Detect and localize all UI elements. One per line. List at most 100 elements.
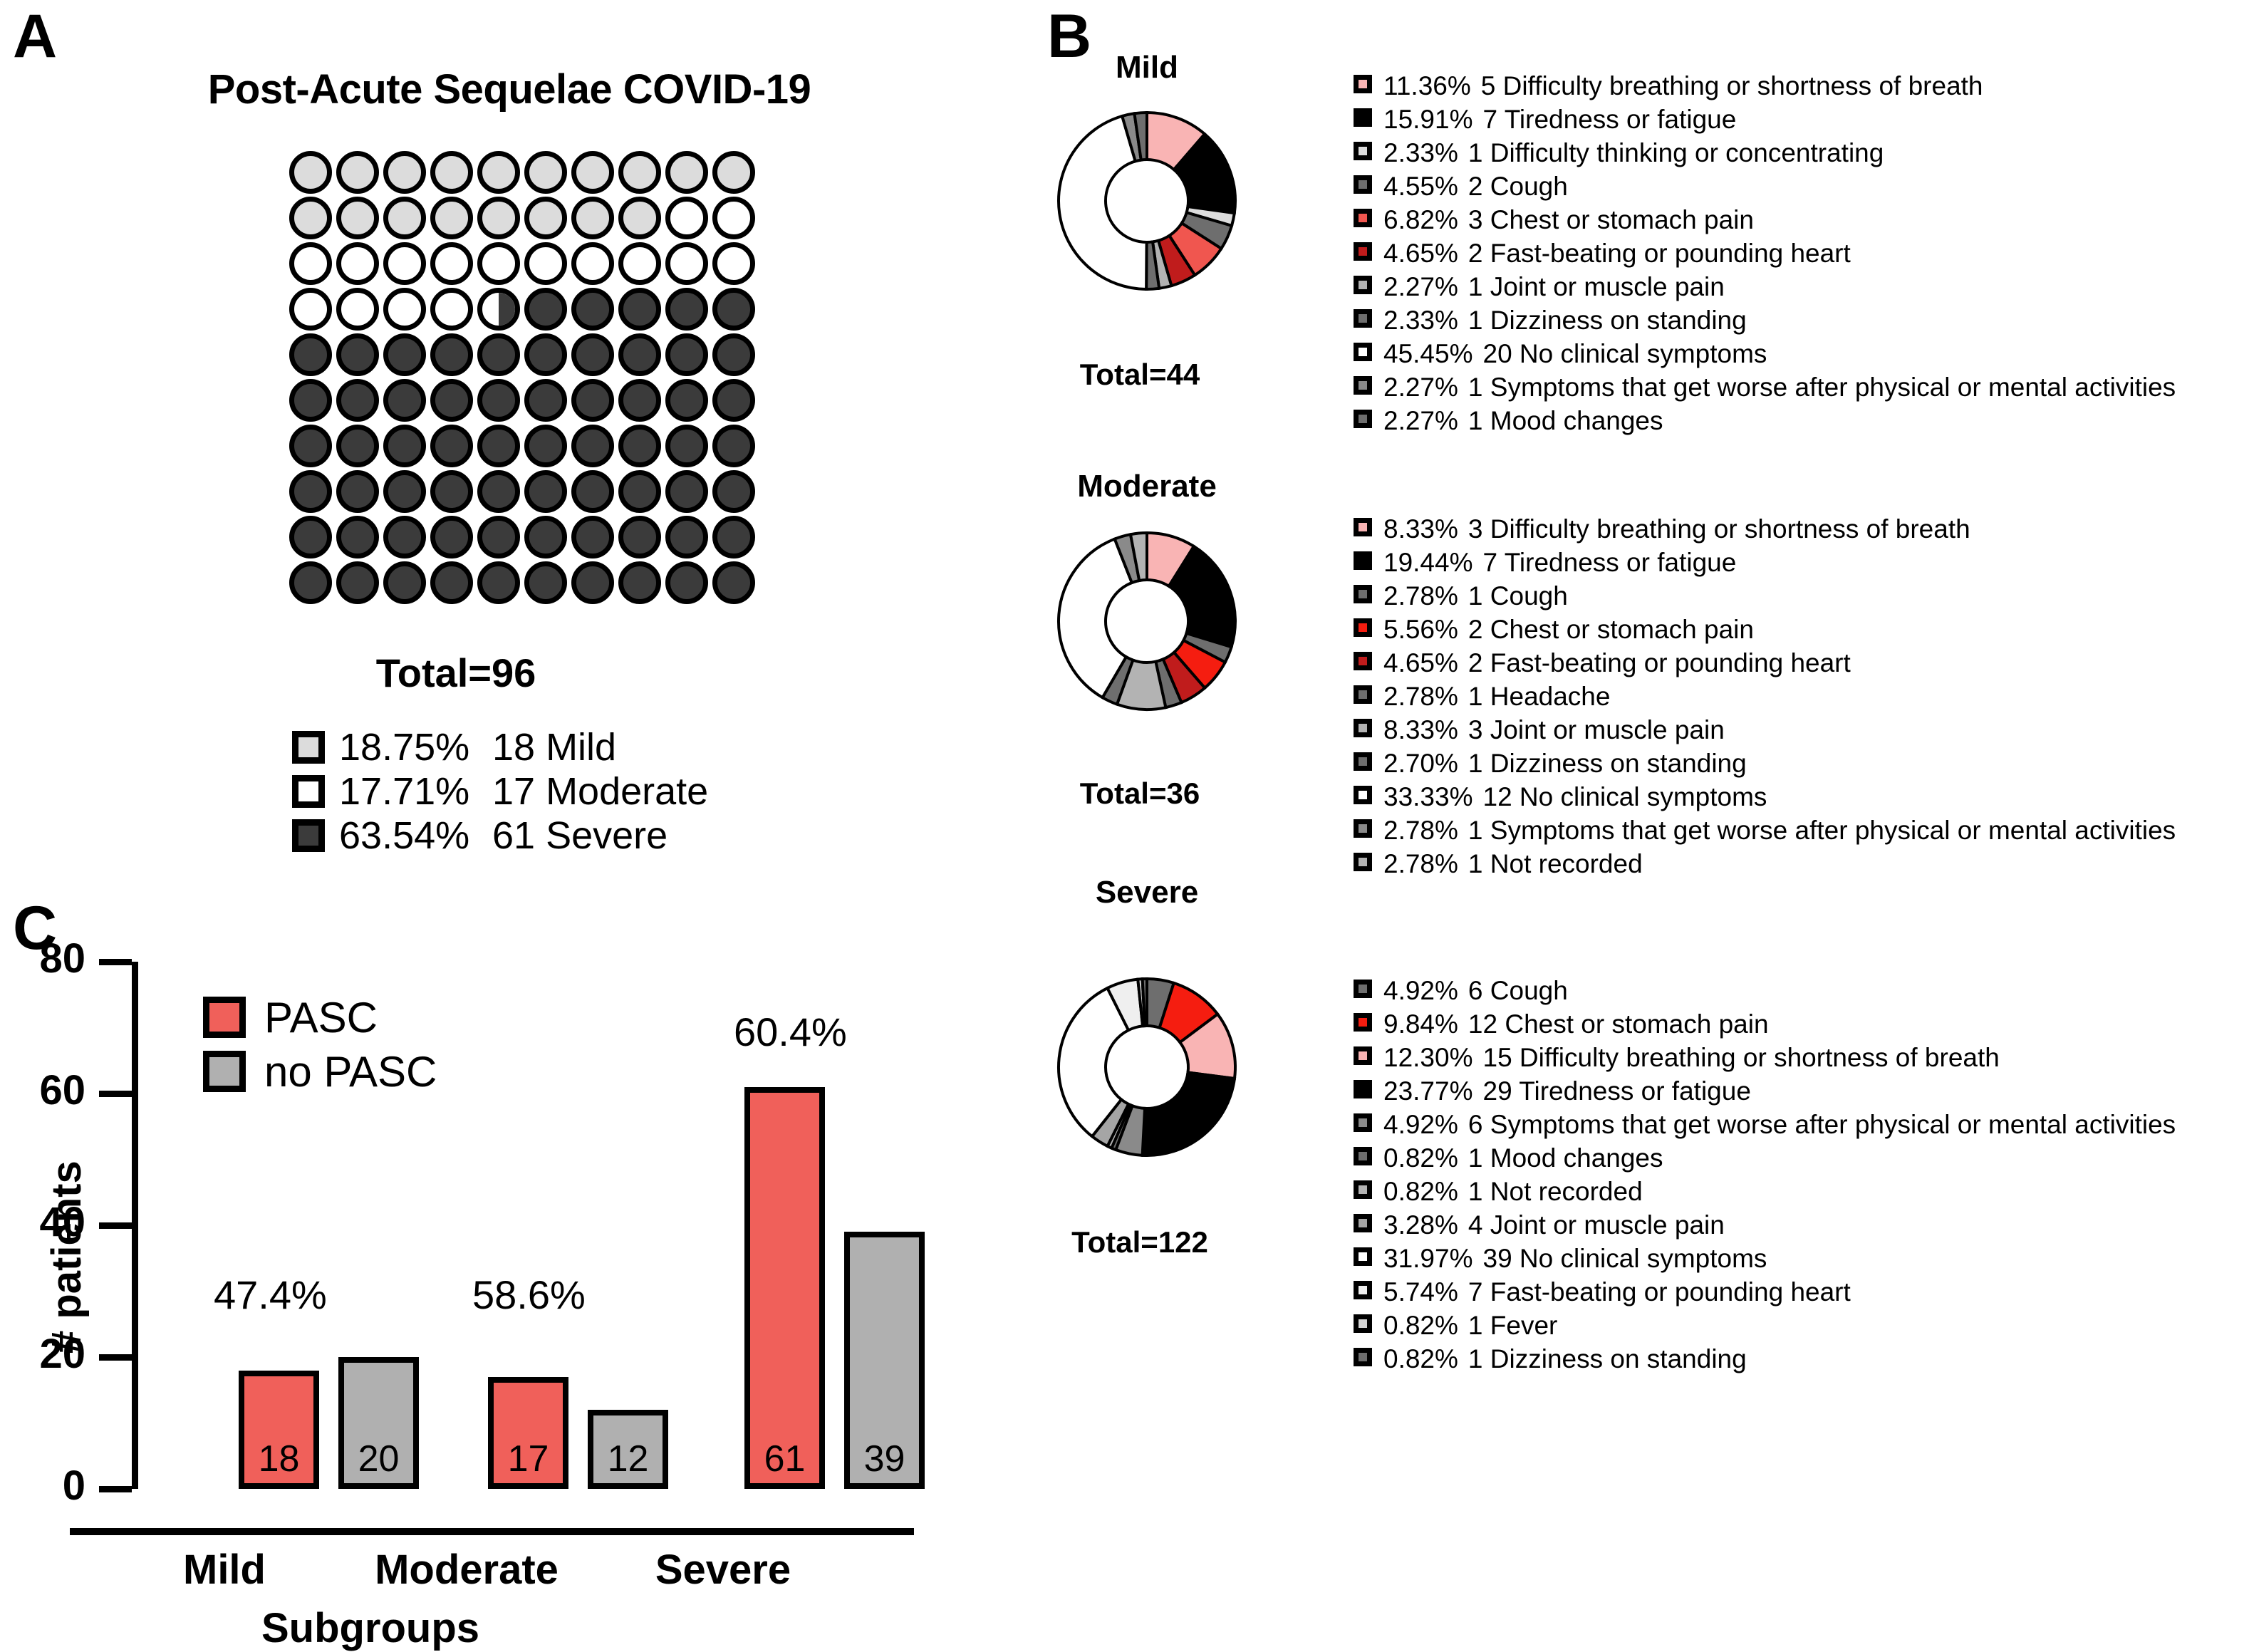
pictogram-dot (571, 333, 614, 376)
legend-label: 29 Tiredness or fatigue (1482, 1076, 1751, 1106)
legend-swatch (292, 731, 325, 764)
donut-chart-mild (1054, 108, 1240, 293)
legend-item: 2.78%1 Not recorded (1354, 849, 2176, 883)
legend-percent: 45.45% (1383, 339, 1473, 368)
legend-swatch (1354, 410, 1372, 428)
donut-slice (1057, 114, 1148, 291)
legend-label: 7 Fast-beating or pounding heart (1468, 1277, 1851, 1306)
legend-percent: 0.82% (1383, 1177, 1458, 1206)
legend-swatch (1354, 1348, 1372, 1366)
pictogram-dot (477, 425, 520, 467)
pictogram-dot (477, 151, 520, 194)
legend-label: 7 Tiredness or fatigue (1482, 105, 1737, 134)
legend-label: PASC (264, 993, 378, 1041)
y-axis-tick (99, 1354, 132, 1361)
donut-legend-moderate: 8.33%3 Difficulty breathing or shortness… (1354, 514, 2176, 883)
pictogram-dot (383, 470, 426, 513)
bar-value-label: 39 (863, 1438, 905, 1480)
legend-item: 2.33%1 Difficulty thinking or concentrat… (1354, 138, 2176, 172)
legend-swatch (1354, 1113, 1372, 1132)
bar-value-label: 18 (258, 1438, 300, 1480)
pictogram-dot (336, 425, 379, 467)
bar-severe-no-pasc: 39 (844, 1232, 925, 1489)
donut-slice (1133, 110, 1148, 162)
pictogram-dot (477, 516, 520, 559)
pictogram-dot (712, 379, 755, 422)
pictogram-row (287, 288, 757, 333)
panel-a-legend-row: 63.54%61 Severe (292, 814, 708, 858)
legend-percent: 4.65% (1383, 239, 1458, 268)
pictogram-dot (524, 151, 567, 194)
panel-c-letter: C (13, 894, 58, 962)
legend-item: 6.82%3 Chest or stomach pain (1354, 205, 2176, 239)
pictogram-dot (336, 288, 379, 331)
pictogram-dot (712, 197, 755, 239)
pictogram-dot (712, 242, 755, 285)
pictogram-row (287, 242, 757, 288)
bar-mild-pasc: 18 (239, 1370, 319, 1489)
legend-item: 4.65%2 Fast-beating or pounding heart (1354, 239, 2176, 272)
legend-label: 1 Dizziness on standing (1468, 306, 1747, 335)
legend-percent: 0.82% (1383, 1311, 1458, 1340)
donut-legend-mild: 11.36%5 Difficulty breathing or shortnes… (1354, 71, 2176, 440)
legend-label: 1 Joint or muscle pain (1468, 272, 1725, 301)
legend-percent: 4.92% (1383, 1110, 1458, 1139)
pictogram-dot (477, 242, 520, 285)
legend-swatch (1354, 1013, 1372, 1032)
legend-item: 11.36%5 Difficulty breathing or shortnes… (1354, 71, 2176, 105)
pictogram-dot (477, 561, 520, 604)
bar-percent-annotation: 60.4% (734, 1009, 847, 1054)
pictogram-dot (571, 561, 614, 604)
pictogram-dot (336, 333, 379, 376)
legend-label: 12 Chest or stomach pain (1468, 1009, 1769, 1039)
legend-label: 3 Joint or muscle pain (1468, 715, 1725, 744)
pictogram-dot (477, 288, 520, 331)
bar-value-label: 61 (764, 1438, 806, 1480)
legend-percent: 0.82% (1383, 1344, 1458, 1373)
panel-b-letter: B (1047, 2, 1092, 71)
y-tick-label: 40 (39, 1199, 85, 1245)
pictogram-dot (524, 425, 567, 467)
legend-label: 1 Dizziness on standing (1468, 749, 1747, 778)
pictogram-dot (665, 470, 708, 513)
legend-percent: 9.84% (1383, 1009, 1458, 1039)
donut-slice (1128, 531, 1148, 583)
donut-title-severe: Severe (1095, 875, 1199, 910)
pictogram-dot (665, 379, 708, 422)
panel-a: A Post-Acute Sequelae COVID-19 Total=96 … (0, 0, 1019, 883)
legend-swatch (1354, 343, 1372, 361)
legend-swatch (1354, 551, 1372, 570)
legend-swatch (1354, 276, 1372, 294)
legend-percent: 2.70% (1383, 749, 1458, 778)
legend-swatch (1354, 242, 1372, 261)
pictogram-row (287, 333, 757, 379)
legend-swatch (1354, 1080, 1372, 1098)
y-axis-tick (99, 1222, 132, 1229)
y-tick-label: 0 (62, 1463, 85, 1509)
legend-item: 0.82%1 Dizziness on standing (1354, 1344, 2176, 1378)
legend-label: 1 Headache (1468, 682, 1611, 711)
pictogram-dot (430, 151, 473, 194)
panel-a-total-label: Total=96 (375, 650, 536, 695)
legend-percent: 31.97% (1383, 1244, 1473, 1273)
legend-percent: 2.27% (1383, 406, 1458, 435)
pictogram-dot (571, 242, 614, 285)
legend-label: 12 No clinical symptoms (1482, 782, 1767, 811)
legend-label: 3 Difficulty breathing or shortness of b… (1468, 514, 1970, 544)
bar-mild-no-pasc: 20 (338, 1357, 419, 1489)
legend-percent: 63.54% (339, 814, 470, 857)
pictogram-dot (383, 561, 426, 604)
legend-item: 3.28%4 Joint or muscle pain (1354, 1210, 2176, 1244)
pictogram-dot (665, 516, 708, 559)
y-axis-tick (99, 959, 132, 965)
legend-percent: 2.33% (1383, 138, 1458, 167)
legend-label: 3 Chest or stomach pain (1468, 205, 1754, 234)
bar-value-label: 12 (607, 1438, 649, 1480)
legend-label: 1 Fever (1468, 1311, 1558, 1340)
y-axis-tick (99, 1091, 132, 1097)
pictogram-dot (665, 197, 708, 239)
pictogram-dot (289, 197, 332, 239)
